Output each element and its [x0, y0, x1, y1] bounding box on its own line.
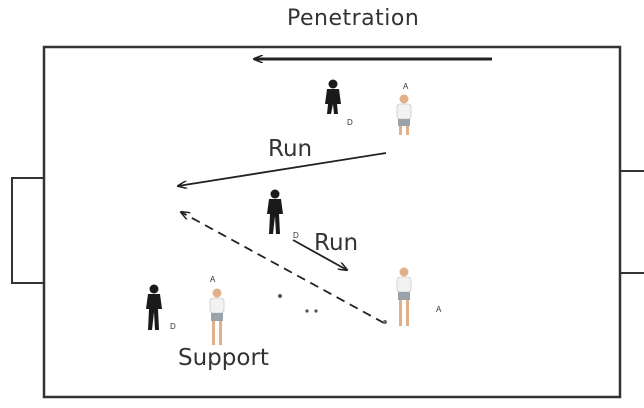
attacker-tag: A [210, 275, 216, 284]
run-label-upper: Run [268, 136, 313, 162]
ball-marker [305, 309, 309, 313]
defender-tag: D [347, 118, 353, 127]
attacker-player-right [396, 267, 412, 326]
defender-tag: D [293, 231, 299, 240]
defender-player-left [146, 284, 162, 330]
right-goal [620, 170, 644, 274]
attacker-tag: A [403, 82, 409, 91]
attacker-player-top [396, 94, 412, 135]
run-label-lower: Run [314, 230, 359, 256]
penetration-label: Penetration [287, 6, 420, 31]
attacker-player-left [209, 288, 225, 345]
attacker-tag: A [436, 305, 442, 314]
ball-marker [314, 309, 318, 313]
defender-player-top [325, 79, 341, 114]
support-label: Support [178, 345, 269, 371]
run-arrow-lower [292, 239, 347, 270]
ball-marker [383, 320, 387, 324]
defender-player-middle [267, 189, 283, 234]
defender-tag: D [170, 322, 176, 331]
pass-arrow-dashed [181, 212, 385, 324]
ball-marker [278, 294, 282, 298]
run-arrow-upper [178, 152, 387, 186]
left-goal [11, 177, 45, 284]
